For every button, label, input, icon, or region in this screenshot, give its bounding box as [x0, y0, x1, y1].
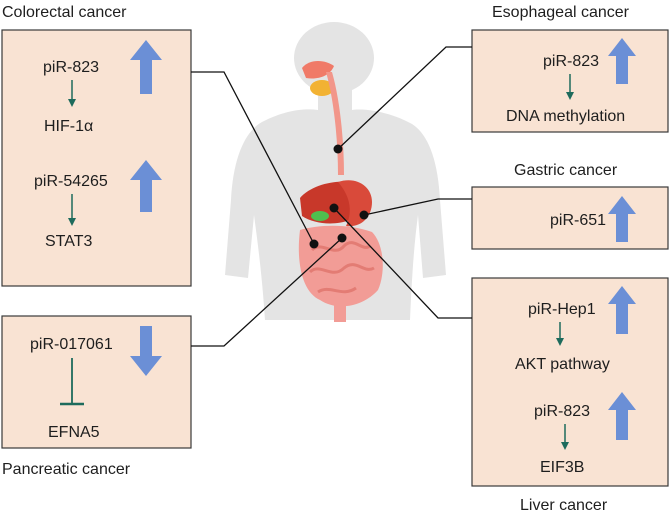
up-arrow-icon [608, 392, 636, 440]
gastric-leader [363, 198, 472, 216]
mouth-organ [302, 61, 334, 79]
liver-pirna-1: piR-Hep1 [528, 301, 596, 318]
pancreatic-leader [191, 237, 343, 347]
liver-panel: piR-Hep1 AKT pathway piR-823 EIF3B Liver… [471, 277, 669, 514]
liver-target-2: EIF3B [540, 459, 584, 476]
liver-target-1: AKT pathway [515, 356, 610, 373]
colorectal-target-1: HIF-1α [44, 118, 93, 135]
up-arrow-icon [608, 38, 636, 84]
up-arrow-icon [608, 196, 636, 242]
gastric-box [471, 186, 669, 250]
pancreatic-title: Pancreatic cancer [2, 461, 131, 478]
liver-dot [329, 203, 339, 213]
salivary-gland [310, 80, 334, 96]
pancreatic-pirna: piR-017061 [30, 336, 113, 353]
gastric-title: Gastric cancer [514, 162, 618, 179]
rectum-organ [334, 300, 346, 322]
leader-lines [191, 46, 472, 347]
colorectal-title: Colorectal cancer [2, 4, 127, 21]
down-arrow-icon [130, 326, 162, 376]
colorectal-target-2: STAT3 [45, 233, 93, 250]
gastric-pirna: piR-651 [550, 212, 606, 229]
colorectal-dot [309, 239, 319, 249]
esophageal-target: DNA methylation [506, 108, 625, 125]
gallbladder-organ [311, 211, 329, 221]
esophageal-pirna: piR-823 [543, 53, 599, 70]
up-arrow-icon [130, 160, 162, 212]
liver-pirna-2: piR-823 [534, 403, 590, 420]
esophageal-dot [333, 144, 343, 154]
colorectal-box [1, 29, 192, 287]
pancreatic-box [1, 315, 192, 449]
up-arrow-icon [130, 40, 162, 94]
esophageal-panel: Esophageal cancer piR-823 DNA methylatio… [471, 4, 669, 133]
colorectal-panel: Colorectal cancer piR-823 HIF-1α piR-542… [1, 4, 192, 287]
gastric-panel: Gastric cancer piR-651 [471, 162, 669, 250]
intestine-folds [308, 241, 375, 294]
up-arrow-icon [608, 286, 636, 334]
pancreatic-dot [337, 233, 347, 243]
colorectal-pirna-2: piR-54265 [34, 173, 108, 190]
colorectal-pirna-1: piR-823 [43, 59, 99, 76]
pancreatic-panel: piR-017061 EFNA5 Pancreatic cancer [1, 315, 192, 478]
colorectal-leader [191, 71, 315, 245]
pancreatic-target: EFNA5 [48, 424, 100, 441]
human-body-icon [225, 22, 446, 322]
gastric-dot [359, 210, 369, 220]
liver-box [471, 277, 669, 487]
liver-title: Liver cancer [520, 497, 608, 514]
esophageal-title: Esophageal cancer [492, 4, 630, 21]
esophageal-leader [337, 46, 472, 150]
liver-leader [333, 207, 472, 319]
